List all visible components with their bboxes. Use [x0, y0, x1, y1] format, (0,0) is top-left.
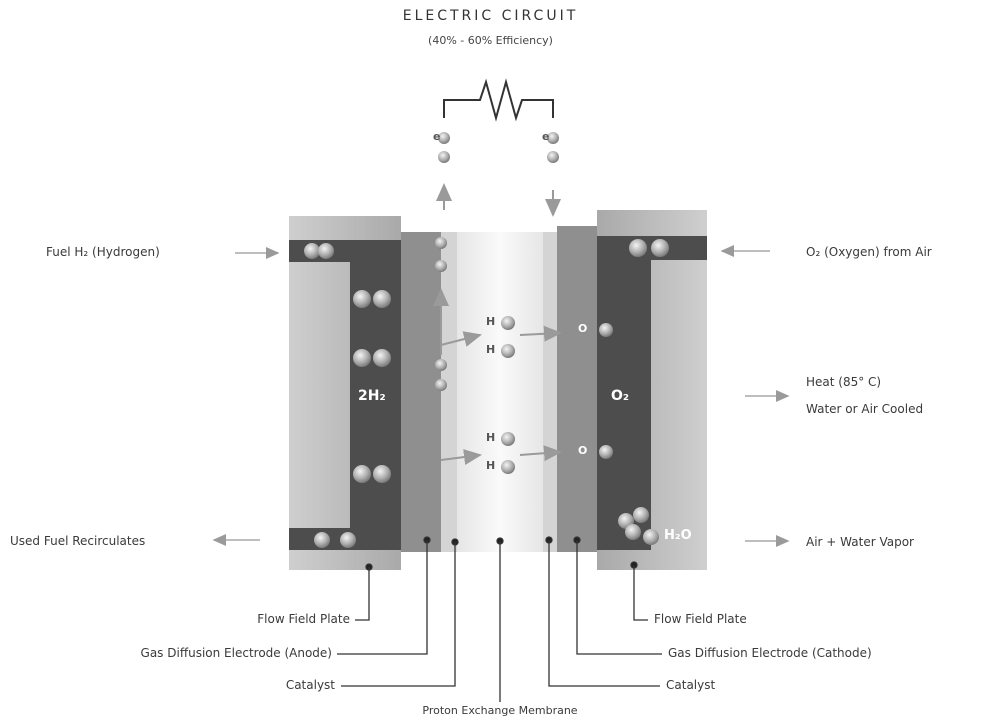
fuel-input-label: Fuel H₂ (Hydrogen) [46, 245, 160, 259]
leader-lines [337, 536, 662, 702]
anode-gas-label: 2H₂ [358, 388, 386, 404]
proton-label: H [486, 431, 496, 444]
catalyst-right-label: Catalyst [666, 678, 716, 692]
heat-output-label: Heat (85° C) [806, 375, 882, 389]
circuit-wire [443, 78, 554, 122]
proton-label: H [486, 459, 496, 472]
proton-particles [501, 316, 515, 474]
diagram-title: ELECTRIC CIRCUIT [402, 8, 579, 24]
catalyst-layer-right [543, 232, 557, 552]
pem-label: Proton Exchange Membrane [422, 704, 578, 717]
oxygen-input-label: O₂ (Oxygen) from Air [806, 245, 932, 259]
water-label: H₂O [664, 528, 692, 543]
gde-cathode-label: Gas Diffusion Electrode (Cathode) [668, 646, 872, 660]
hydrogen-molecules [304, 243, 391, 548]
catalyst-layer-left [441, 232, 457, 552]
electron-label: e [542, 130, 550, 143]
catalyst-left-label: Catalyst [285, 678, 335, 692]
proton-exchange-membrane [457, 232, 543, 552]
flow-field-plate-left-label: Flow Field Plate [257, 612, 350, 626]
oxygen-ion-label: O [578, 444, 588, 457]
cathode-gas-label: O₂ [611, 388, 630, 404]
gas-diffusion-electrode-cathode [557, 226, 597, 552]
water-molecules [618, 507, 659, 545]
oxygen-ion-particles [599, 323, 613, 459]
oxygen-molecules [629, 239, 669, 257]
oxygen-ion-label: O [578, 322, 588, 335]
cooling-label: Water or Air Cooled [806, 402, 924, 416]
external-flow-arrows [212, 245, 790, 547]
electron-particles [435, 132, 559, 391]
cathode-gas-channel [597, 260, 651, 550]
gas-diffusion-electrode-anode [401, 232, 441, 552]
used-fuel-label: Used Fuel Recirculates [10, 534, 146, 548]
internal-flow-arrows [433, 288, 562, 465]
flow-field-plate-right-label: Flow Field Plate [654, 612, 747, 626]
gde-anode-label: Gas Diffusion Electrode (Anode) [140, 646, 332, 660]
proton-label: H [486, 315, 496, 328]
diagram-subtitle: (40% - 60% Efficiency) [428, 34, 553, 47]
air-water-output-label: Air + Water Vapor [806, 535, 914, 549]
electron-label: e [433, 130, 441, 143]
proton-label: H [486, 343, 496, 356]
